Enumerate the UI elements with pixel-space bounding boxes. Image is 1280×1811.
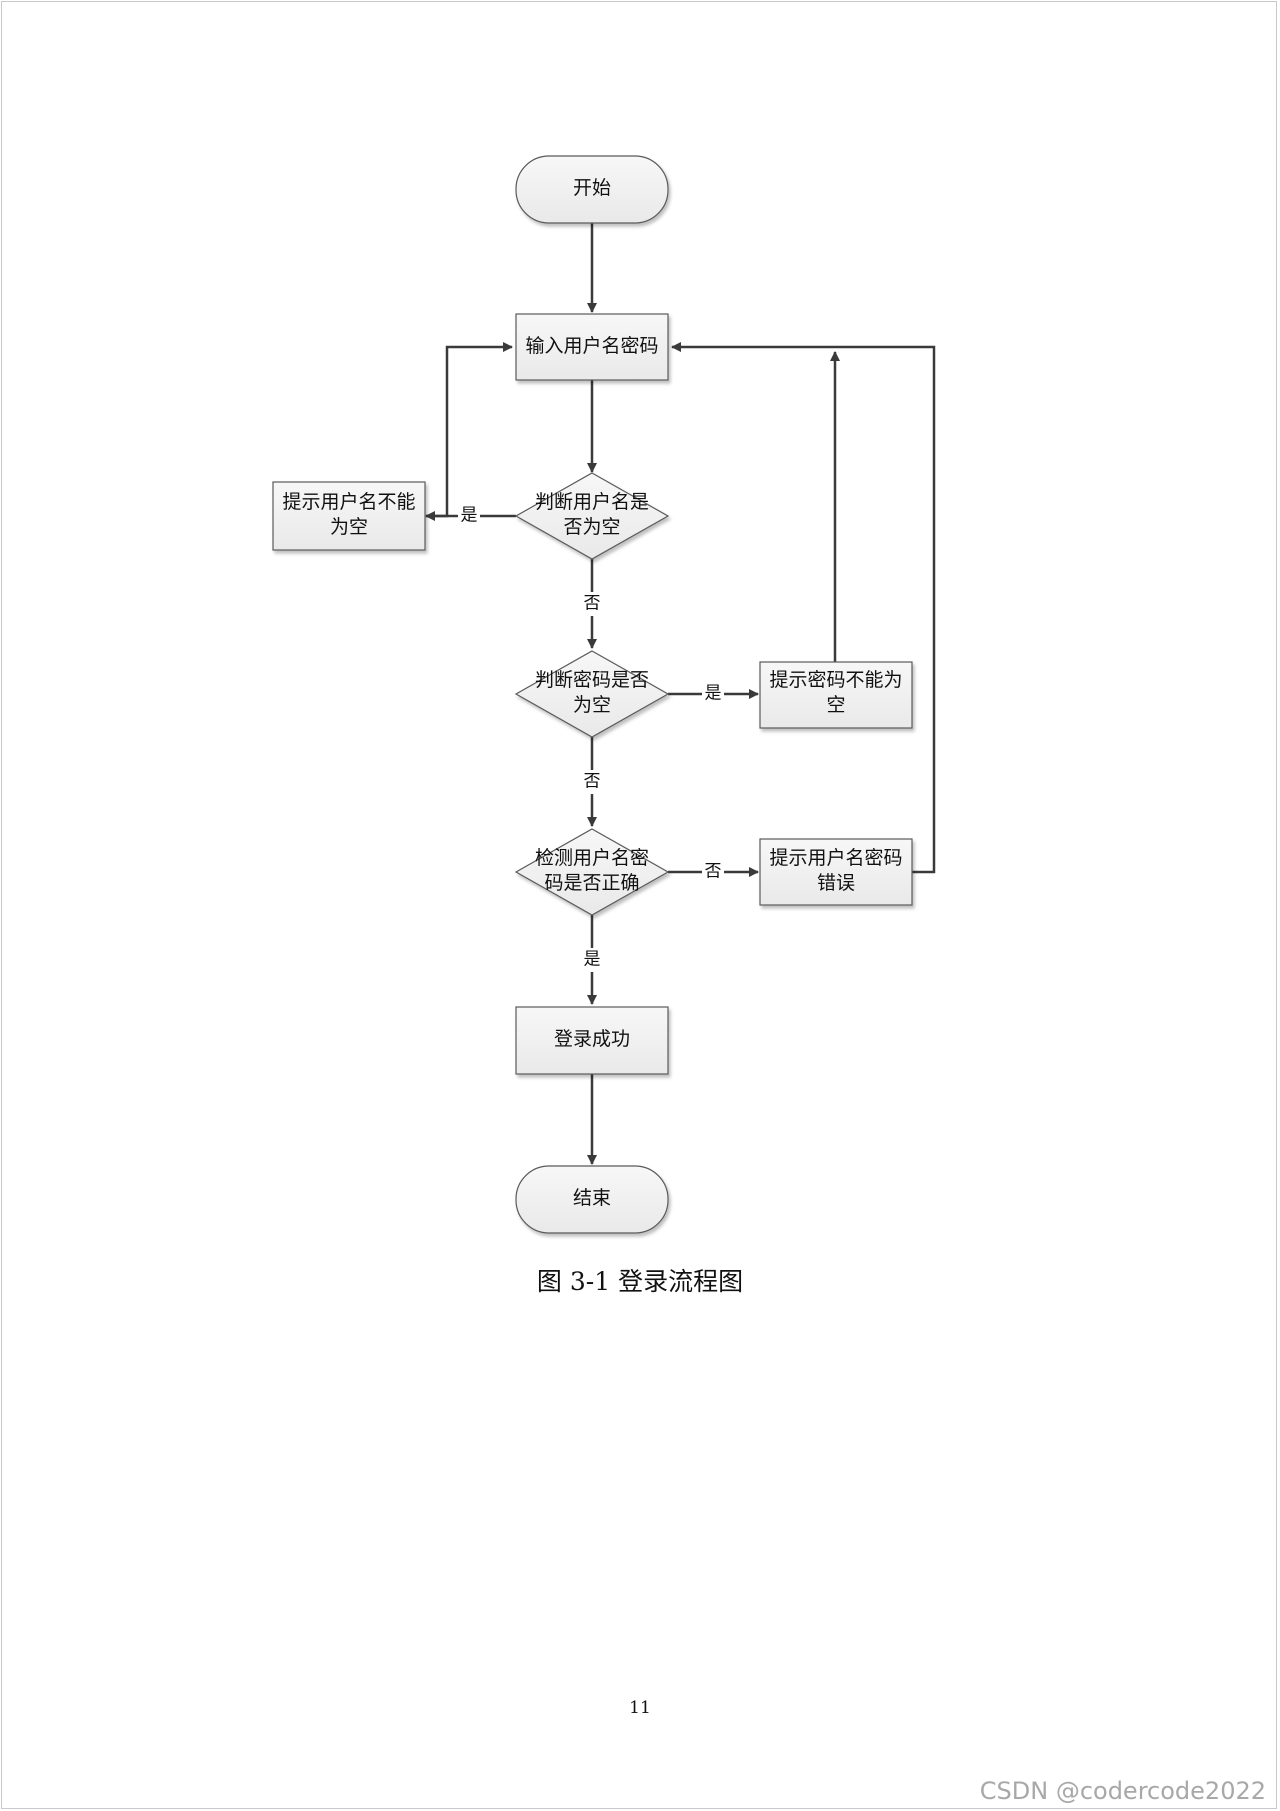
edge-label-pwd-empty-yes: 是 <box>705 684 722 704</box>
check-user-label-line2: 否为空 <box>563 516 620 538</box>
edge-wrong-tip-back-to-input <box>671 342 936 874</box>
end-label: 结束 <box>573 1187 611 1209</box>
pwd-empty-tip-box <box>759 661 913 729</box>
wrong-tip-label-line2: 错误 <box>817 872 855 894</box>
start-label: 开始 <box>573 177 611 199</box>
success-box <box>515 1006 669 1075</box>
edge-label-verify-no: 否 <box>705 862 722 882</box>
page-number: 11 <box>629 1698 651 1718</box>
check-pwd-label-line2: 为空 <box>573 694 611 716</box>
check-pwd-label-line1: 判断密码是否 <box>535 669 649 691</box>
edge-label-user-empty-no: 否 <box>584 594 601 614</box>
edge-label-pwd-empty-no: 否 <box>584 772 601 792</box>
verify-diamond <box>514 828 670 916</box>
check-user-empty-diamond <box>514 472 670 560</box>
connectors <box>425 223 936 1165</box>
input-label: 输入用户名密码 <box>525 335 658 357</box>
verify-label-line2: 码是否正确 <box>544 872 639 894</box>
user-empty-tip-box <box>272 481 426 551</box>
wrong-tip-box <box>759 838 913 906</box>
user-tip-label-line2: 为空 <box>330 516 368 538</box>
input-box <box>515 313 669 381</box>
check-user-label-line1: 判断用户名是 <box>535 491 649 513</box>
start-terminal <box>515 155 669 224</box>
success-label: 登录成功 <box>554 1028 630 1050</box>
edge-user-tip-back-to-input <box>426 342 513 518</box>
end-terminal <box>515 1165 669 1234</box>
wrong-tip-label-line1: 提示用户名密码 <box>769 847 902 869</box>
edge-label-verify-yes: 是 <box>584 950 601 970</box>
edge-label-user-empty-yes: 是 <box>461 506 478 526</box>
pwd-tip-label-line1: 提示密码不能为 <box>769 669 902 691</box>
user-tip-label-line1: 提示用户名不能 <box>282 491 415 513</box>
check-pwd-empty-diamond <box>514 650 670 738</box>
verify-label-line1: 检测用户名密 <box>535 847 649 869</box>
figure-caption: 图 3-1 登录流程图 <box>536 1267 744 1296</box>
pwd-tip-label-line2: 空 <box>826 694 845 716</box>
watermark: CSDN @codercode2022 <box>979 1777 1266 1805</box>
